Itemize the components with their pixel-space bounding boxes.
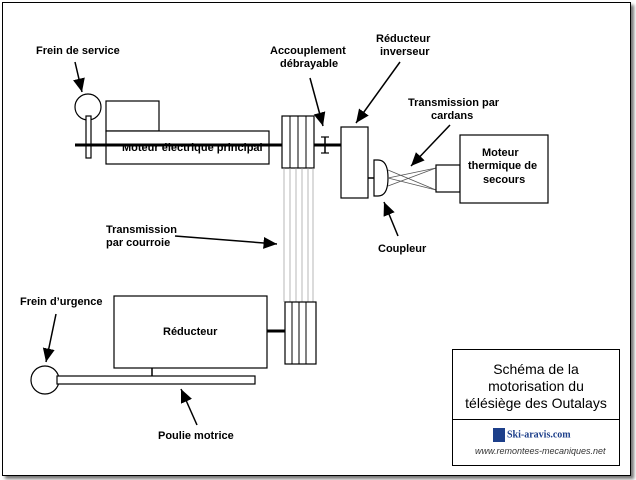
label-frein-service: Frein de service (36, 45, 120, 57)
label-moteur-secours-3: secours (483, 174, 525, 186)
caption-box: Schéma de la motorisation du télésiège d… (452, 349, 620, 466)
arrow-reducteur-inverseur (355, 61, 401, 124)
poulie-motrice-shaft (56, 375, 256, 385)
arrow-coupleur (383, 201, 399, 237)
label-accouplement-1: Accouplement (270, 45, 346, 57)
poulie-basse (284, 301, 317, 365)
ski-aravis-logo: Ski-aravis.com (493, 428, 571, 442)
label-reducteur: Réducteur (163, 326, 218, 338)
accouplement-symbol (321, 136, 329, 154)
arrow-courroie (174, 235, 278, 249)
frein-urgence-disc (30, 365, 60, 395)
arrow-poulie-motrice (180, 388, 198, 426)
logo-text: Ski-aravis.com (507, 429, 571, 441)
label-transmission-courroie-1: Transmission (106, 224, 177, 236)
moteur-secours-flange (435, 164, 461, 193)
poulie-haute (281, 115, 315, 169)
courroie (283, 168, 314, 302)
reducteur-inverseur-box (340, 126, 369, 199)
moteur-principal-body (105, 130, 270, 165)
caption-separator (453, 419, 619, 420)
arrow-frein-urgence (42, 313, 57, 363)
coupleur-shape (373, 159, 389, 197)
moteur-secours-body (459, 134, 549, 204)
caption-title-line-1: Schéma de la (493, 361, 579, 377)
label-moteur-principal: Moteur électrique principal (122, 142, 263, 154)
caption-title: Schéma de la motorisation du télésiège d… (453, 361, 619, 412)
arrow-cardans (410, 124, 451, 167)
caption-title-line-2: motorisation du (488, 378, 584, 394)
reducteur-box (113, 295, 268, 369)
arrow-accouplement (309, 77, 326, 127)
arrow-frein-service (73, 61, 85, 93)
label-transmission-cardans-1: Transmission par (408, 97, 500, 109)
caption-title-line-3: télésiège des Outalays (465, 395, 607, 411)
cardans (387, 167, 437, 191)
caption-url: www.remontees-mecaniques.net (475, 446, 606, 456)
label-frein-urgence: Frein d’urgence (20, 296, 103, 308)
label-coupleur: Coupleur (378, 243, 427, 255)
label-poulie-motrice: Poulie motrice (158, 430, 234, 442)
label-moteur-secours-2: thermique de (468, 160, 537, 172)
label-accouplement-2: débrayable (280, 58, 338, 70)
skier-icon (493, 428, 505, 442)
label-transmission-courroie-2: par courroie (106, 237, 170, 249)
frein-service-caliper (85, 115, 92, 159)
label-moteur-secours-1: Moteur (482, 147, 519, 159)
label-transmission-cardans-2: cardans (431, 110, 473, 122)
label-reducteur-inverseur-1: Réducteur (376, 33, 431, 45)
label-reducteur-inverseur-2: inverseur (380, 46, 430, 58)
moteur-principal-rear (105, 100, 160, 132)
